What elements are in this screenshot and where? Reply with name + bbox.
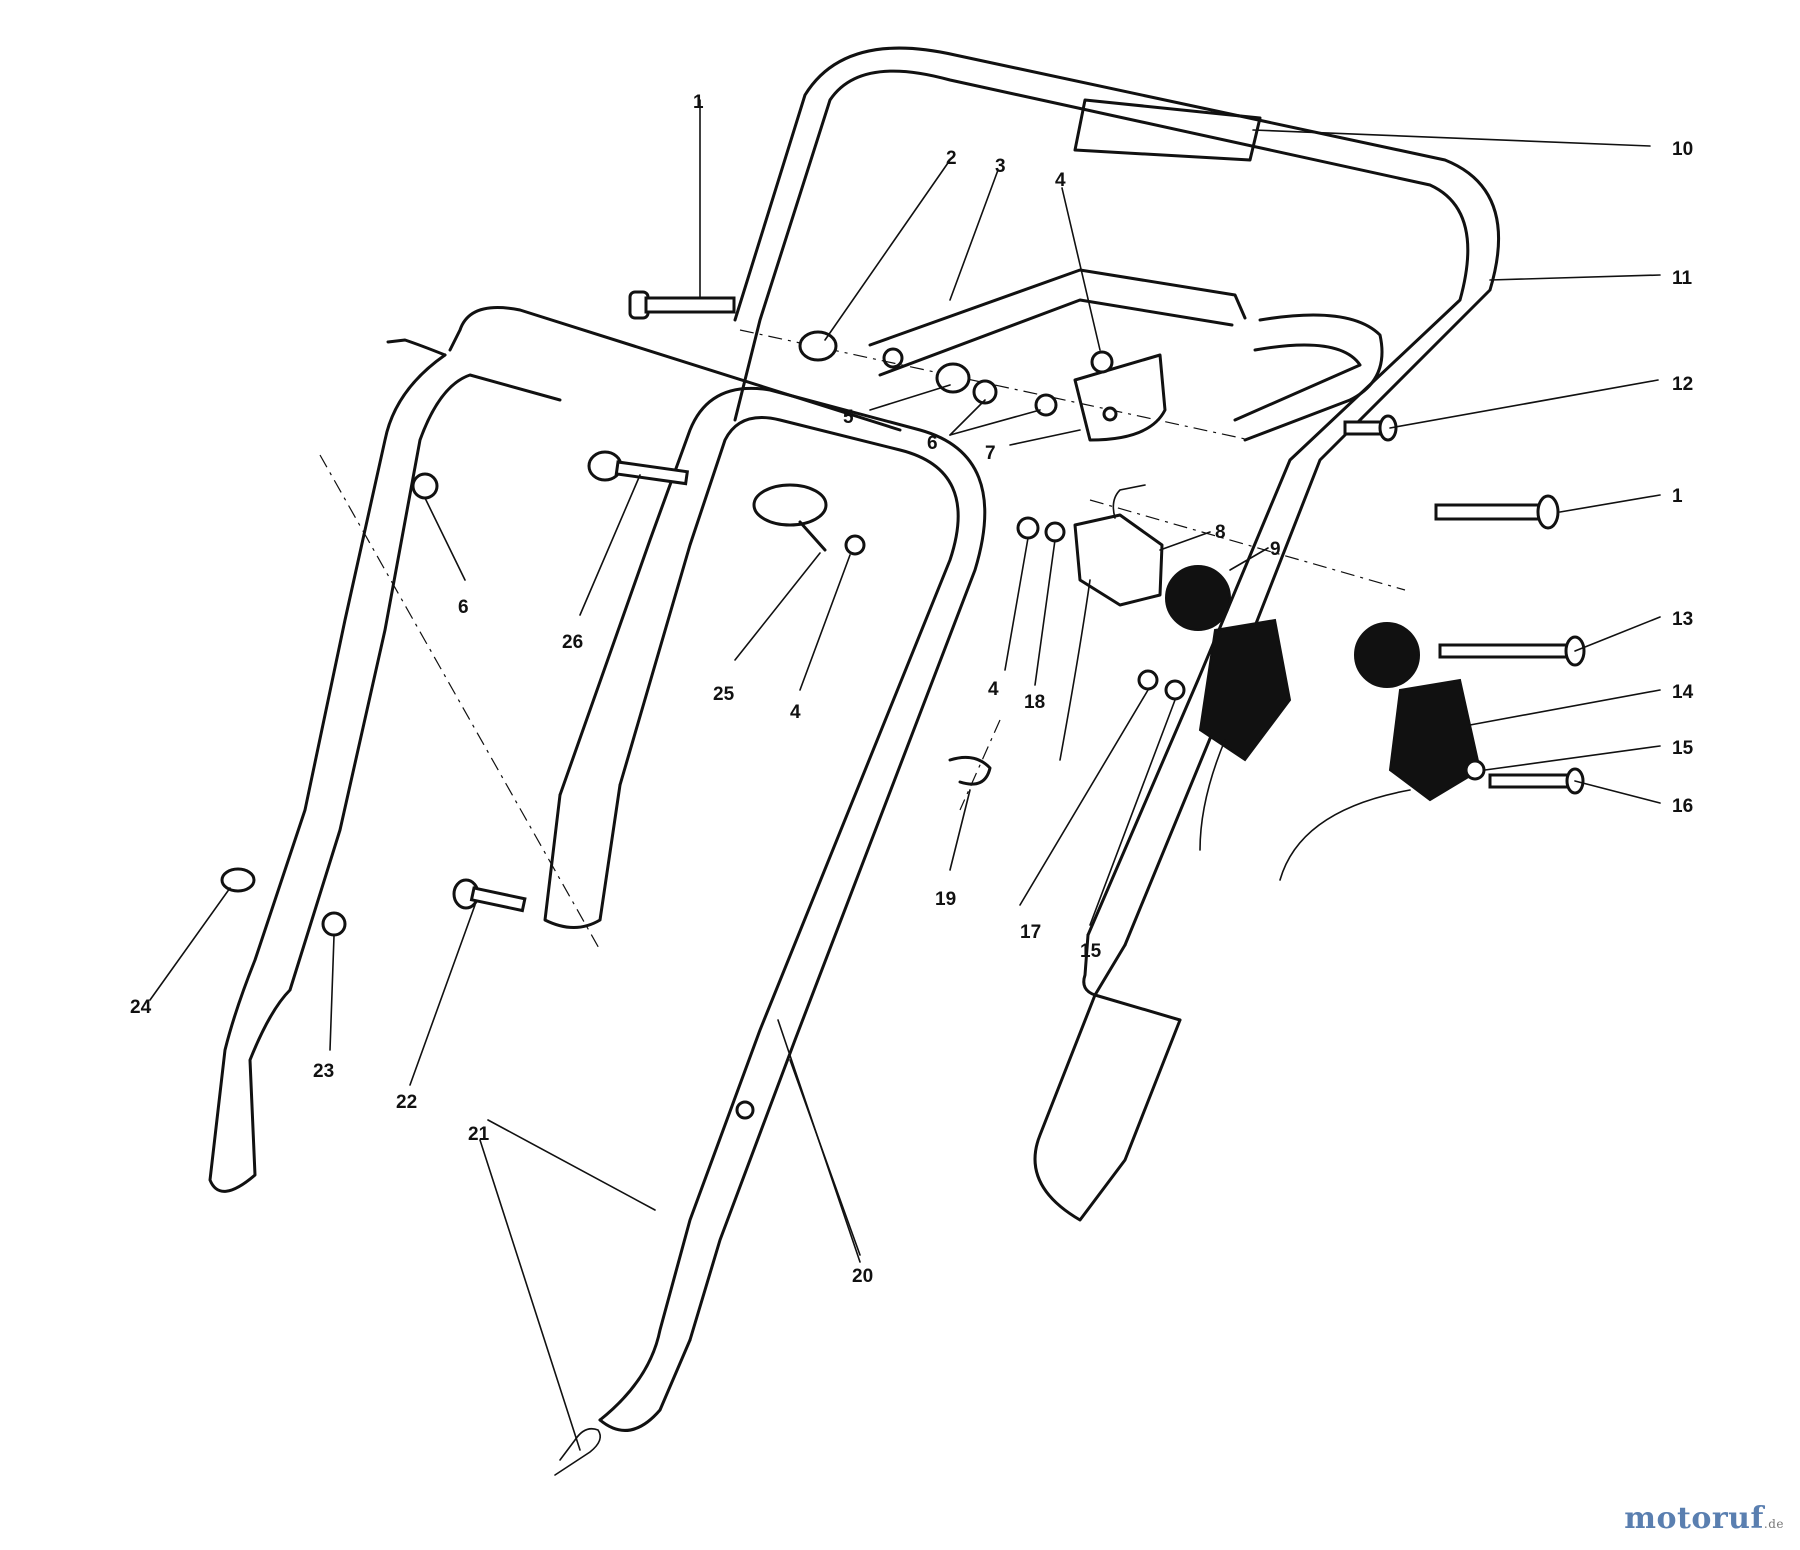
label-part-8: 8: [1215, 522, 1226, 543]
label-part-3: 3: [995, 156, 1006, 177]
switch-part-8: [1059, 484, 1164, 761]
hairpin-part-21: [554, 1427, 601, 1476]
cable-clip-part-19: [948, 755, 992, 786]
watermark-tld: .de: [1763, 1517, 1784, 1531]
label-part-9: 9: [1270, 539, 1281, 560]
label-part-15-left: 15: [1080, 941, 1102, 962]
washer-part-18: [1044, 521, 1066, 543]
knob-part-24: [220, 867, 256, 893]
control-bail-part-3: [868, 268, 1384, 442]
watermark-logo: motoruf.de: [1624, 1501, 1784, 1536]
label-part-15: 15: [1672, 738, 1694, 759]
label-part-16: 16: [1672, 796, 1693, 817]
label-part-18: 18: [1024, 692, 1045, 713]
label-part-6: 6: [927, 433, 938, 454]
label-part-26: 26: [562, 632, 583, 653]
label-part-10: 10: [1672, 139, 1693, 160]
label-part-24: 24: [130, 997, 152, 1018]
label-part-23: 23: [313, 1061, 334, 1082]
bolt-part-13: [1438, 635, 1586, 667]
label-part-4: 4: [1055, 170, 1066, 191]
nut-part-17: [1137, 669, 1159, 691]
nut-part-23: [321, 911, 347, 937]
bolt-part-1-left: [628, 290, 736, 320]
cable-guide-part-25: [752, 483, 828, 552]
label-part-12: 12: [1672, 374, 1693, 395]
label-part-25: 25: [713, 684, 735, 705]
bolt-part-22: [452, 878, 527, 913]
spacer-part-2: [798, 330, 838, 362]
label-part-2: 2: [946, 148, 957, 169]
label-part-20: 20: [852, 1266, 873, 1287]
nut-part-4-switch: [1016, 516, 1040, 540]
bolt-part-26: [587, 450, 690, 486]
washer-part-15: [1164, 679, 1486, 781]
knob-part-9: [1165, 565, 1420, 688]
control-part-14: [1198, 618, 1482, 881]
label-part-1: 1: [693, 92, 704, 113]
watermark-brand: motoruf: [1624, 1501, 1764, 1536]
bushing-part-5: [935, 362, 971, 394]
part-labels: 1 2 3 4 5 6 7 8 9 10 11 12 1 13 14 15 16…: [130, 92, 1694, 1287]
label-part-11: 11: [1672, 268, 1693, 289]
pivot-hole-20: [735, 1100, 755, 1120]
label-part-1-right: 1: [1672, 486, 1683, 507]
leader-lines: [149, 99, 1661, 1451]
label-part-17: 17: [1020, 922, 1041, 943]
label-part-14: 14: [1672, 682, 1694, 703]
label-part-13: 13: [1672, 609, 1693, 630]
nut-part-4-guide: [844, 534, 866, 556]
label-part-7: 7: [985, 443, 996, 464]
bolt-part-16: [1488, 767, 1585, 795]
bracket-part-7: [1073, 353, 1167, 442]
label-part-4-switch: 4: [988, 679, 999, 700]
lower-handle-part-20: [208, 306, 987, 1432]
label-part-22: 22: [396, 1092, 417, 1113]
nuts-part-6: [411, 379, 1058, 500]
nut-part-4-top: [1090, 350, 1114, 374]
label-part-19: 19: [935, 889, 956, 910]
bolt-part-12: [1343, 414, 1398, 442]
label-part-6-left: 6: [458, 597, 469, 618]
label-part-4-guide: 4: [790, 702, 801, 723]
upper-handle-part-11: [733, 46, 1651, 1222]
label-part-5: 5: [843, 407, 854, 428]
bolt-part-1-right: [1434, 494, 1560, 530]
label-part-21: 21: [468, 1124, 490, 1145]
